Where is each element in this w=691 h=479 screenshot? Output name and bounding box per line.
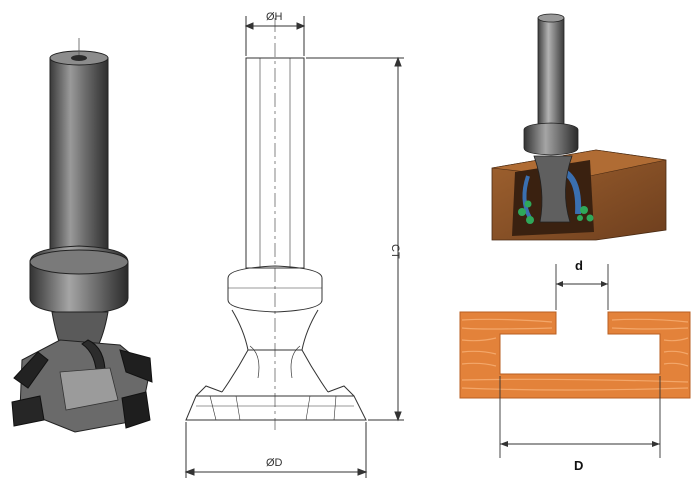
technical-drawing	[184, 16, 404, 478]
dim-label-shank-diameter: ØH	[266, 11, 283, 23]
t-slot-profile	[459, 264, 691, 458]
dim-label-slot-width: D	[574, 458, 583, 473]
bit-in-wood-render	[491, 13, 667, 241]
router-bit-render	[11, 38, 153, 433]
dim-label-neck: d	[575, 258, 583, 273]
dim-label-total-length: CT	[389, 244, 401, 259]
dim-label-cutter-diameter: ØD	[266, 457, 283, 469]
